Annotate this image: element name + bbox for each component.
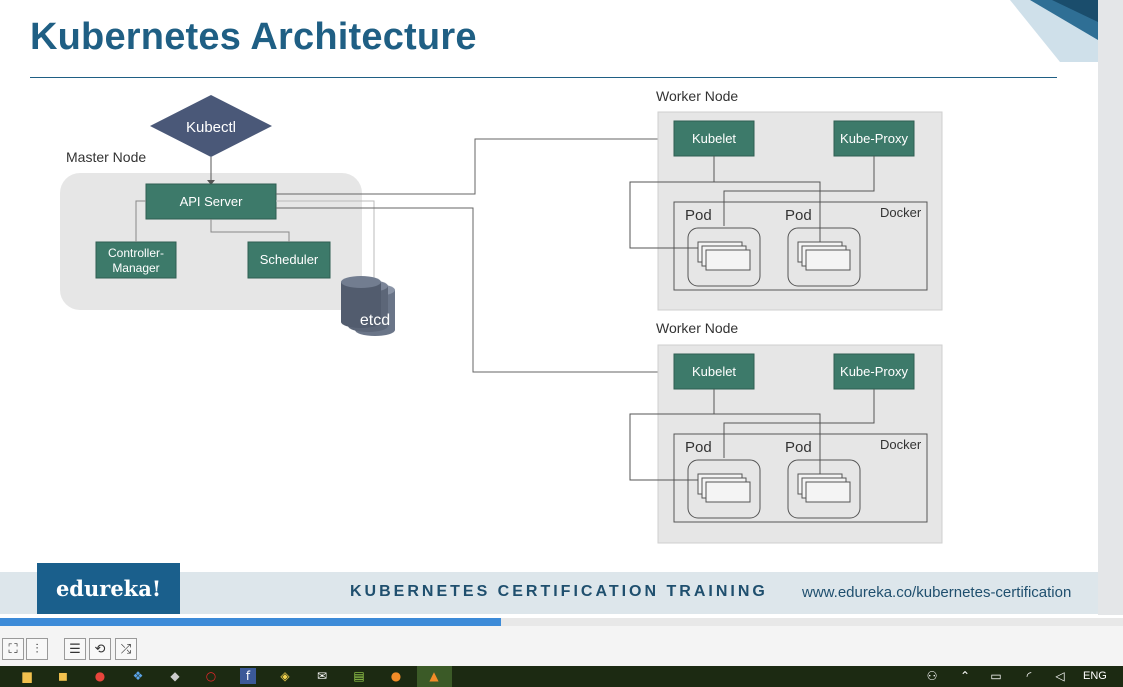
worker-node-1-kubelet-label: Kubelet bbox=[692, 131, 736, 146]
footer-bar bbox=[0, 572, 1098, 614]
worker-node-1-pod-1[interactable] bbox=[687, 227, 761, 287]
wifi-icon[interactable]: ◜ bbox=[1026, 669, 1032, 683]
mail-icon[interactable]: ✉ bbox=[316, 669, 328, 683]
worker-node-1-kube-proxy-label: Kube-Proxy bbox=[840, 131, 908, 146]
file-explorer-icon[interactable]: ▆ bbox=[22, 669, 32, 683]
battery-icon[interactable]: ▭ bbox=[990, 669, 1002, 683]
chrome-icon[interactable]: ● bbox=[94, 669, 106, 683]
equalizer-icon[interactable]: ⫶ bbox=[26, 638, 48, 660]
worker-node-1-label: Worker Node bbox=[656, 88, 738, 104]
footer-url[interactable]: www.edureka.co/kubernetes-certification bbox=[802, 584, 1072, 601]
fullscreen-icon[interactable]: ⛶ bbox=[2, 638, 24, 660]
worker-node-1-kube-proxy[interactable] bbox=[833, 120, 915, 157]
app-icon[interactable]: ◆ bbox=[170, 669, 180, 683]
controller-manager-label-2: Manager bbox=[112, 261, 159, 275]
repeat-icon[interactable]: ⟲ bbox=[89, 638, 111, 660]
worker-node-2-pod-2-label: Pod bbox=[785, 439, 812, 456]
video-progress-bar[interactable] bbox=[0, 618, 1123, 626]
dropbox-icon[interactable]: ❖ bbox=[132, 669, 144, 683]
notepad-icon[interactable]: ▤ bbox=[353, 669, 365, 683]
store-icon[interactable]: ◼ bbox=[58, 669, 68, 683]
taskbar-active-app bbox=[417, 666, 452, 687]
video-progress-fill bbox=[0, 618, 501, 626]
windows-taskbar: ▆ ◼ ● ❖ ◆ ○ f ◈ ✉ ▤ ● ▲ ⚇ ⌃ ▭ ◜ ◁ ENG bbox=[0, 666, 1123, 687]
playlist-icon[interactable]: ☰ bbox=[64, 638, 86, 660]
controller-manager-label-1: Controller- bbox=[108, 246, 164, 260]
worker-node-1-docker bbox=[673, 201, 928, 291]
python-icon[interactable]: ◈ bbox=[280, 669, 290, 683]
chevron-up-icon[interactable]: ⌃ bbox=[959, 669, 971, 683]
opera-icon[interactable]: ○ bbox=[205, 669, 217, 683]
slide: Kubernetes Architecture Master Node Kube… bbox=[0, 0, 1098, 615]
worker-node-2-pod-1-label: Pod bbox=[685, 439, 712, 456]
worker-node-2-containers bbox=[697, 473, 851, 503]
worker-node-1-containers bbox=[697, 241, 851, 271]
worker-node-2-pod-2[interactable] bbox=[787, 459, 861, 519]
right-border bbox=[1098, 0, 1123, 615]
etcd-database[interactable] bbox=[341, 276, 395, 336]
worker-node-1-kubelet[interactable] bbox=[673, 120, 755, 157]
worker-node-2-docker bbox=[673, 433, 928, 523]
scheduler-label: Scheduler bbox=[260, 252, 319, 267]
footer-title: KUBERNETES CERTIFICATION TRAINING bbox=[350, 583, 768, 600]
language-indicator[interactable]: ENG bbox=[1083, 670, 1107, 682]
worker-node-2-docker-label: Docker bbox=[880, 437, 922, 452]
shuffle-icon[interactable]: ⤮ bbox=[115, 638, 137, 660]
people-icon[interactable]: ⚇ bbox=[926, 669, 938, 683]
worker-node-2-label: Worker Node bbox=[656, 320, 738, 336]
architecture-diagram: Master Node Kubectl API Server Controlle… bbox=[60, 88, 943, 544]
worker-node-2-kube-proxy[interactable] bbox=[833, 353, 915, 390]
worker-node-2-kubelet-label: Kubelet bbox=[692, 364, 736, 379]
worker-node-1-pod-1-label: Pod bbox=[685, 207, 712, 224]
player-controls: ⛶ ⫶ ☰ ⟲ ⤮ bbox=[0, 626, 1123, 666]
worker-node-1-pod-2[interactable] bbox=[787, 227, 861, 287]
title-divider bbox=[30, 77, 1057, 78]
facebook-icon[interactable]: f bbox=[240, 668, 256, 684]
volume-icon[interactable]: ◁ bbox=[1055, 669, 1065, 683]
worker-node-1-pod-2-label: Pod bbox=[785, 207, 812, 224]
etcd-label: etcd bbox=[360, 312, 390, 329]
worker-node-1-docker-label: Docker bbox=[880, 205, 922, 220]
master-node-label: Master Node bbox=[66, 149, 146, 165]
kubectl-diamond[interactable] bbox=[150, 95, 272, 157]
worker-node-2-kubelet[interactable] bbox=[673, 353, 755, 390]
slide-title: Kubernetes Architecture bbox=[30, 16, 477, 58]
worker-node-2-kube-proxy-label: Kube-Proxy bbox=[840, 364, 908, 379]
api-server-label: API Server bbox=[180, 194, 244, 209]
vlc-icon[interactable]: ▲ bbox=[429, 669, 439, 683]
kubectl-label: Kubectl bbox=[186, 119, 236, 136]
corner-decoration bbox=[1010, 0, 1098, 62]
firefox-icon[interactable]: ● bbox=[390, 669, 402, 683]
worker-node-2-pod-1[interactable] bbox=[687, 459, 761, 519]
edureka-logo: edureka! bbox=[37, 563, 180, 614]
